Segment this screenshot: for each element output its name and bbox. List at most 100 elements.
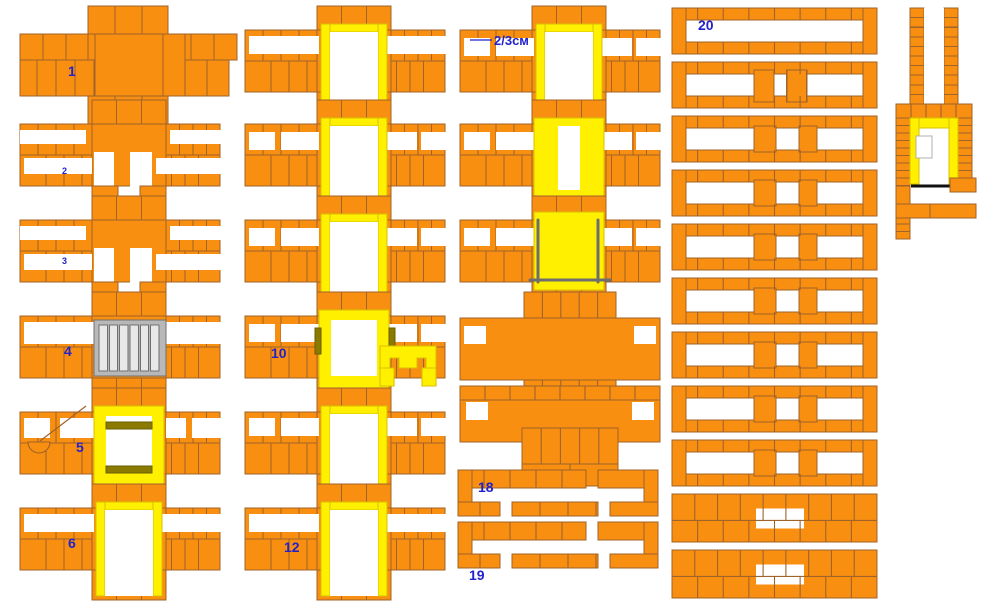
firebrick: [320, 117, 388, 127]
course-3: [19, 195, 226, 304]
base-brick: [929, 203, 977, 219]
course-22: [671, 115, 878, 163]
void-opening: [20, 226, 86, 240]
brick: [65, 33, 90, 61]
course-number-label: 10: [271, 345, 287, 361]
void-opening: [281, 418, 319, 436]
void-opening: [281, 132, 319, 150]
course-28: [671, 439, 878, 487]
pier: [753, 125, 777, 153]
firebrick: [95, 501, 163, 511]
firebrick: [320, 405, 388, 415]
brick: [19, 33, 44, 61]
bottom-mid: [511, 553, 599, 569]
door-seat-band: [105, 465, 153, 474]
annotation-text: 2/3см: [494, 33, 529, 48]
pier: [753, 449, 777, 477]
right-edge: [862, 277, 878, 325]
brick: [114, 5, 143, 35]
course-18: [457, 469, 659, 517]
course-29: [671, 493, 878, 543]
brick: [36, 59, 57, 97]
void-opening: [170, 130, 226, 144]
right-edge: [862, 7, 878, 55]
brick: [140, 99, 167, 125]
course-number-label: 19: [469, 567, 485, 583]
grate-bar: [119, 324, 129, 372]
void-opening: [249, 514, 319, 532]
void-opening: [377, 36, 447, 54]
right-edge: [862, 61, 878, 109]
brick: [957, 124, 973, 134]
course-2: [19, 99, 226, 208]
firebox-void: [330, 510, 378, 596]
flue-void: [924, 8, 944, 104]
course-19: [457, 521, 659, 569]
brick: [943, 65, 959, 76]
brick: [116, 99, 142, 125]
brick: [895, 177, 911, 187]
course-number-label: 4: [64, 343, 72, 359]
pier: [798, 395, 818, 423]
brick: [895, 124, 911, 134]
brick: [91, 195, 118, 221]
course-number-label: 1: [68, 63, 76, 79]
centre-block: [521, 427, 619, 465]
brick: [943, 17, 959, 28]
brick: [909, 45, 925, 57]
course-number-label: 18: [478, 479, 494, 495]
brick: [895, 117, 911, 127]
void-opening: [24, 158, 92, 174]
course-25: [671, 277, 878, 325]
left-edge: [671, 61, 687, 109]
grate-bar: [98, 324, 108, 372]
bottom-left: [457, 501, 501, 517]
brick: [957, 139, 973, 149]
bottom-right: [609, 501, 659, 517]
void-opening: [421, 418, 447, 436]
brick: [141, 5, 169, 35]
right-edge: [862, 331, 878, 379]
void-opening: [466, 402, 488, 420]
brick: [895, 147, 911, 157]
brick: [895, 169, 911, 179]
brick: [19, 59, 38, 97]
pier: [798, 179, 818, 207]
void-opening: [156, 158, 226, 174]
void-opening: [24, 254, 92, 270]
void-opening: [421, 324, 447, 342]
firebrick: [320, 501, 331, 597]
brick: [909, 26, 925, 38]
course-number-label: 12: [284, 539, 300, 555]
course-number-label: 20: [698, 17, 714, 33]
void-opening: [281, 228, 319, 246]
right-edge: [862, 385, 878, 433]
course-23: [671, 169, 878, 217]
course-30: [671, 549, 878, 599]
brick: [74, 59, 95, 97]
grate-bar: [139, 324, 150, 372]
brick: [943, 45, 959, 57]
pier: [753, 179, 777, 207]
pier: [753, 233, 777, 261]
base-brick: [895, 203, 931, 219]
course-6: [19, 483, 222, 601]
left-edge: [671, 169, 687, 217]
left-edge: [671, 385, 687, 433]
firebrick: [152, 501, 163, 597]
brick: [909, 93, 925, 105]
firebox-slot: [558, 126, 580, 190]
course-number-label: 2: [62, 166, 67, 176]
void-opening: [464, 228, 490, 246]
brick: [909, 65, 925, 76]
firebrick-detail-piece: [379, 345, 437, 387]
pier: [798, 125, 818, 153]
brick: [523, 291, 617, 319]
left-edge: [671, 277, 687, 325]
right-edge: [862, 115, 878, 163]
left-edge: [671, 331, 687, 379]
right-edge: [862, 439, 878, 487]
grate-bar: [129, 324, 139, 372]
course-21: [671, 61, 878, 109]
grate-bar: [108, 324, 119, 372]
